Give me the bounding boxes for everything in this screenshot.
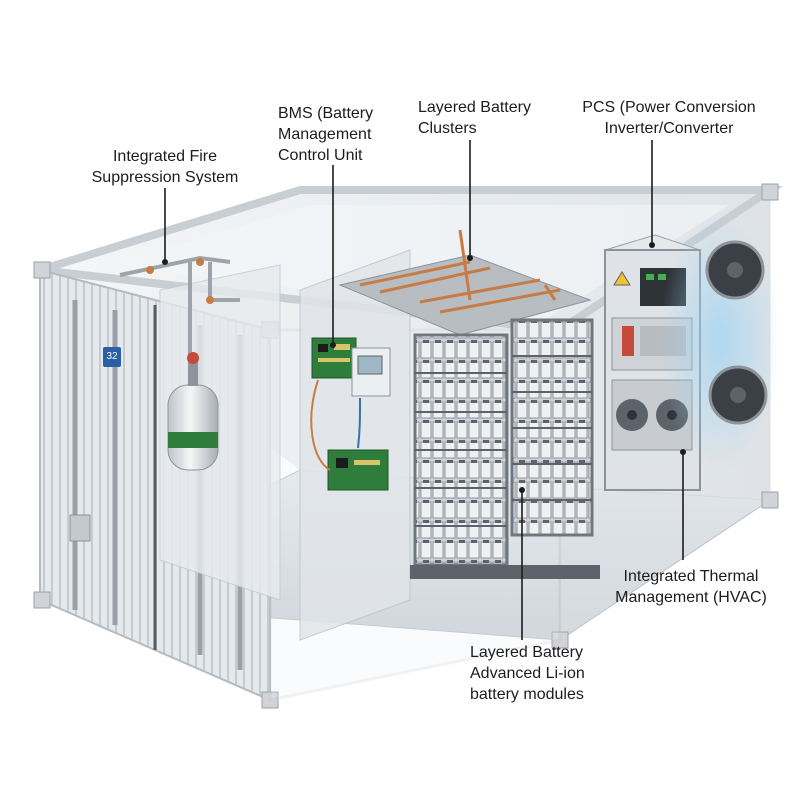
callout-bms: BMS (Battery Management Control Unit (278, 105, 374, 164)
hvac-fan-upper (705, 240, 765, 300)
hvac-fan-lower (708, 365, 768, 425)
door-number-badge: 32 (103, 347, 121, 367)
fire-suppression-cylinder (167, 352, 219, 471)
bms-control-unit (310, 337, 391, 491)
callout-battery-modules: Layered Battery Advanced Li-ion battery … (470, 644, 585, 703)
callout-thermal-management: Integrated Thermal Management (HVAC) (615, 568, 767, 606)
callout-battery-clusters: Layered Battery Clusters (418, 99, 531, 137)
bms-partition-wall (299, 249, 411, 641)
copper-busbars (359, 229, 561, 314)
callout-leader-lines (164, 140, 684, 640)
callout-pcs: PCS (Power Conversion Inverter/Converter (582, 99, 756, 137)
battery-rack-base (410, 565, 600, 579)
callout-fire-suppression: Integrated Fire Suppression System (91, 148, 239, 186)
door-data-plate (69, 514, 91, 542)
roof-opening (110, 205, 730, 320)
battery-rack-shelves (415, 355, 592, 527)
fire-valve-fittings (146, 258, 214, 304)
callout-leader-dots (162, 242, 686, 493)
